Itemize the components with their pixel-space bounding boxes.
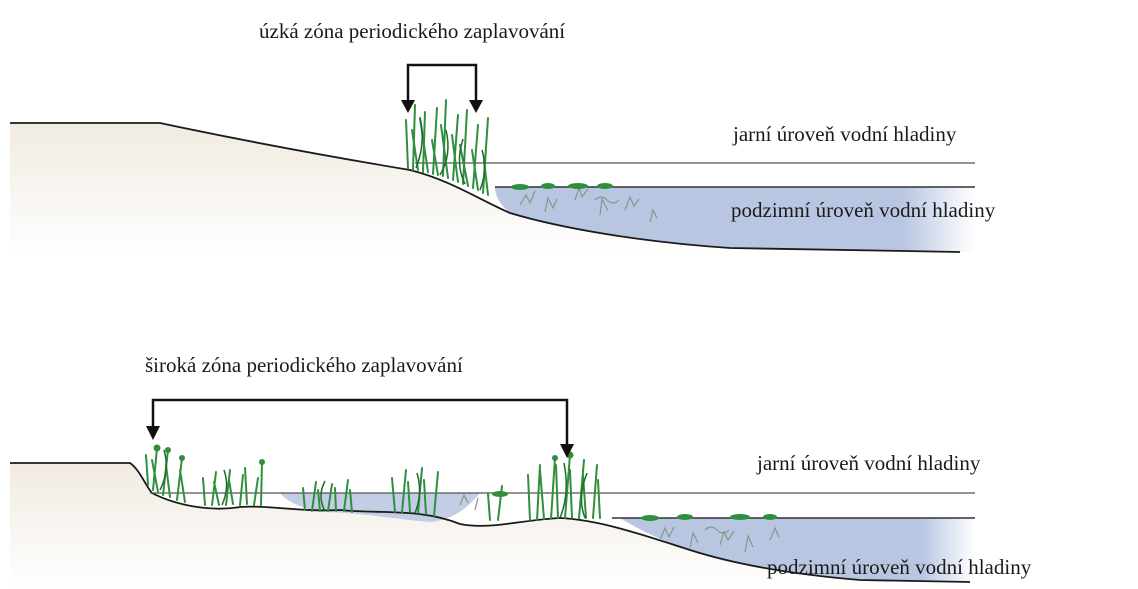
bottom-spring-level-label: jarní úroveň vodní hladiny [757,453,980,474]
top-autumn-level-label: podzimní úroveň vodní hladiny [731,200,995,221]
top-bracket-arrow-left [401,100,415,113]
bottom-autumn-level-label: podzimní úroveň vodní hladiny [767,557,1031,578]
bottom-zone-bracket [153,400,567,445]
top-zone-bracket [408,65,476,102]
top-panel [10,65,975,258]
top-spring-level-label: jarní úroveň vodní hladiny [733,124,956,145]
bottom-floating-leaves [492,491,777,521]
bottom-bracket-arrow-left [146,426,160,440]
top-zone-label: úzká zóna periodického zaplavování [259,21,565,42]
bottom-zone-label: široká zóna periodického zaplavování [145,355,463,376]
bottom-flower-accents [154,445,574,466]
top-bracket-arrow-right [469,100,483,113]
